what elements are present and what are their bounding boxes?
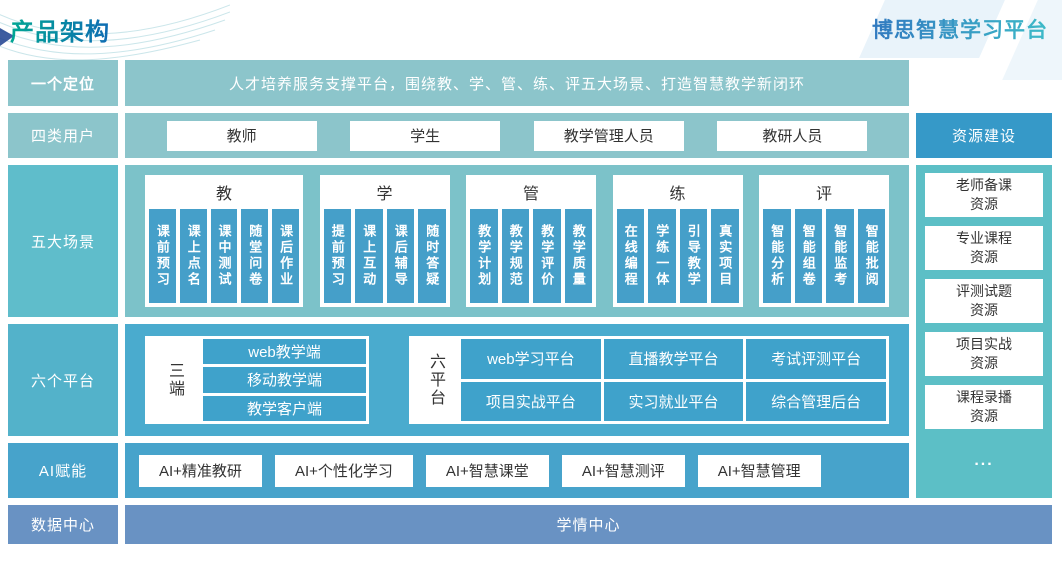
platform-item: web学习平台 — [461, 339, 601, 379]
terminal-item: 移动教学端 — [203, 367, 366, 393]
ai-row: AI+精准教研 AI+个性化学习 AI+智慧课堂 AI+智慧测评 AI+智慧管理 — [125, 443, 909, 498]
scene-item: 随堂问卷 — [241, 209, 269, 303]
architecture-diagram: 一个定位 人才培养服务支撑平台，围绕教、学、管、练、评五大场景、打造智慧教学新闭… — [8, 60, 1052, 544]
terminals-group: 三端 web教学端移动教学端教学客户端 — [145, 336, 369, 424]
terminal-item: web教学端 — [203, 339, 366, 365]
row-label-positioning: 一个定位 — [8, 60, 118, 106]
resource-box: 老师备课 资源 — [925, 173, 1043, 217]
scene-item: 在线编程 — [616, 209, 644, 303]
row-label-scenes: 五大场景 — [8, 165, 118, 317]
positioning-statement: 人才培养服务支撑平台，围绕教、学、管、练、评五大场景、打造智慧教学新闭环 — [125, 60, 909, 106]
scene-item: 课上点名 — [179, 209, 207, 303]
row-label-platforms: 六个平台 — [8, 324, 118, 436]
scene-group-evaluate: 评 智能分析智能组卷智能监考智能批阅 — [759, 175, 889, 307]
scene-group-learn: 学 提前预习课上互动课后辅导随时答疑 — [319, 175, 450, 307]
scene-item: 智能批阅 — [857, 209, 885, 303]
users-row: 教师 学生 教学管理人员 教研人员 — [125, 113, 909, 158]
scene-item: 教学评价 — [533, 209, 561, 303]
platforms-row: 三端 web教学端移动教学端教学客户端 六平台 web学习平台直播教学平台考试评… — [125, 324, 909, 436]
header: 产品架构 博思智慧学习平台 — [0, 0, 1062, 58]
resource-box: 评测试题 资源 — [925, 279, 1043, 323]
user-type-box: 教研人员 — [717, 120, 868, 151]
learning-analytics-bar: 学情中心 — [125, 505, 1052, 544]
scene-item: 课上互动 — [355, 209, 383, 303]
six-platforms-group-title: 六平台 — [412, 339, 458, 421]
ai-capability-box: AI+个性化学习 — [274, 454, 413, 487]
scene-group-title: 练 — [669, 186, 686, 203]
scene-item: 教学规范 — [501, 209, 529, 303]
scene-group-teach: 教 课前预习课上点名课中测试随堂问卷课后作业 — [145, 175, 303, 307]
platform-item: 项目实战平台 — [461, 381, 601, 421]
scene-group-manage: 管 教学计划教学规范教学评价教学质量 — [466, 175, 596, 307]
six-platforms-group: 六平台 web学习平台直播教学平台考试评测平台项目实战平台实习就业平台综合管理后… — [409, 336, 889, 424]
scene-item: 智能分析 — [763, 209, 791, 303]
scene-group-title: 评 — [815, 186, 832, 203]
scene-group-practice: 练 在线编程学练一体引导教学真实项目 — [612, 175, 743, 307]
scene-group-title: 管 — [522, 186, 539, 203]
row-label-users: 四类用户 — [8, 113, 118, 158]
page-title: 产品架构 — [10, 12, 110, 47]
platform-item: 考试评测平台 — [746, 339, 886, 379]
row-label-ai: AI赋能 — [8, 443, 118, 498]
user-type-box: 学生 — [350, 120, 501, 151]
sidebar-resources: 老师备课 资源专业课程 资源评测试题 资源项目实战 资源课程录播 资源 ... — [916, 165, 1052, 498]
ai-capability-box: AI+智慧管理 — [697, 454, 821, 487]
resource-box: 课程录播 资源 — [925, 385, 1043, 429]
scene-item: 提前预习 — [323, 209, 351, 303]
user-type-box: 教学管理人员 — [533, 120, 684, 151]
resource-box: 专业课程 资源 — [925, 226, 1043, 270]
scene-item: 课前预习 — [149, 209, 176, 303]
ai-capability-box: AI+智慧课堂 — [425, 454, 549, 487]
terminal-item: 教学客户端 — [203, 395, 366, 421]
scene-item: 智能组卷 — [794, 209, 822, 303]
scene-item: 教学计划 — [470, 209, 498, 303]
terminals-group-title: 三端 — [148, 339, 200, 421]
scene-item: 教学质量 — [564, 209, 592, 303]
scene-item: 真实项目 — [711, 209, 739, 303]
sidebar-more-ellipsis: ... — [974, 452, 994, 469]
row-label-datacenter: 数据中心 — [8, 505, 118, 544]
scene-group-title: 学 — [376, 186, 393, 203]
scene-item: 课后作业 — [272, 209, 299, 303]
scene-item: 随时答疑 — [418, 209, 446, 303]
ai-capability-box: AI+精准教研 — [139, 454, 262, 487]
scene-item: 学练一体 — [648, 209, 676, 303]
ai-capability-box: AI+智慧测评 — [561, 454, 685, 487]
scene-item: 智能监考 — [826, 209, 854, 303]
scene-group-title: 教 — [215, 186, 232, 203]
scene-item: 课后辅导 — [386, 209, 414, 303]
scene-item: 课中测试 — [210, 209, 238, 303]
resource-box: 项目实战 资源 — [925, 332, 1043, 376]
sidebar-title: 资源建设 — [916, 113, 1052, 158]
platform-item: 直播教学平台 — [603, 339, 744, 379]
user-type-box: 教师 — [166, 120, 317, 151]
platform-item: 综合管理后台 — [746, 381, 886, 421]
platform-item: 实习就业平台 — [603, 381, 744, 421]
scene-item: 引导教学 — [679, 209, 707, 303]
product-name: 博思智慧学习平台 — [872, 14, 1048, 44]
scenes-row: 教 课前预习课上点名课中测试随堂问卷课后作业 学 提前预习课上互动课后辅导随时答… — [125, 165, 909, 317]
